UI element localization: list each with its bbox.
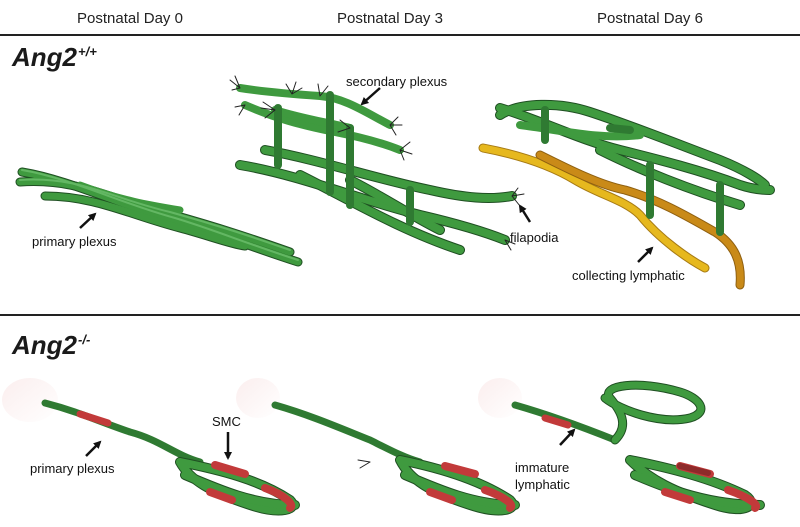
label-collecting-lymphatic: collecting lymphatic — [572, 268, 685, 283]
label-primary-plexus-top: primary plexus — [32, 234, 117, 249]
day6-wt-plexus — [483, 105, 770, 285]
label-secondary-plexus: secondary plexus — [346, 74, 448, 89]
arrow-filapodia — [520, 206, 530, 222]
label-filapodia: filapodia — [510, 230, 559, 245]
label-lymphatic: lymphatic — [515, 477, 570, 492]
arrow-immature-lymphatic — [560, 430, 574, 445]
arrow-primary-plexus-top — [80, 214, 95, 228]
label-immature: immature — [515, 460, 569, 475]
label-primary-plexus-bottom: primary plexus — [30, 461, 115, 476]
day3-wt-plexus — [230, 76, 524, 250]
arrow-primary-plexus-bottom — [86, 442, 100, 456]
arrow-secondary-plexus — [362, 88, 380, 104]
label-smc: SMC — [212, 414, 241, 429]
annotation-arrows — [80, 88, 652, 458]
arrow-collecting-lymphatic — [638, 248, 652, 262]
